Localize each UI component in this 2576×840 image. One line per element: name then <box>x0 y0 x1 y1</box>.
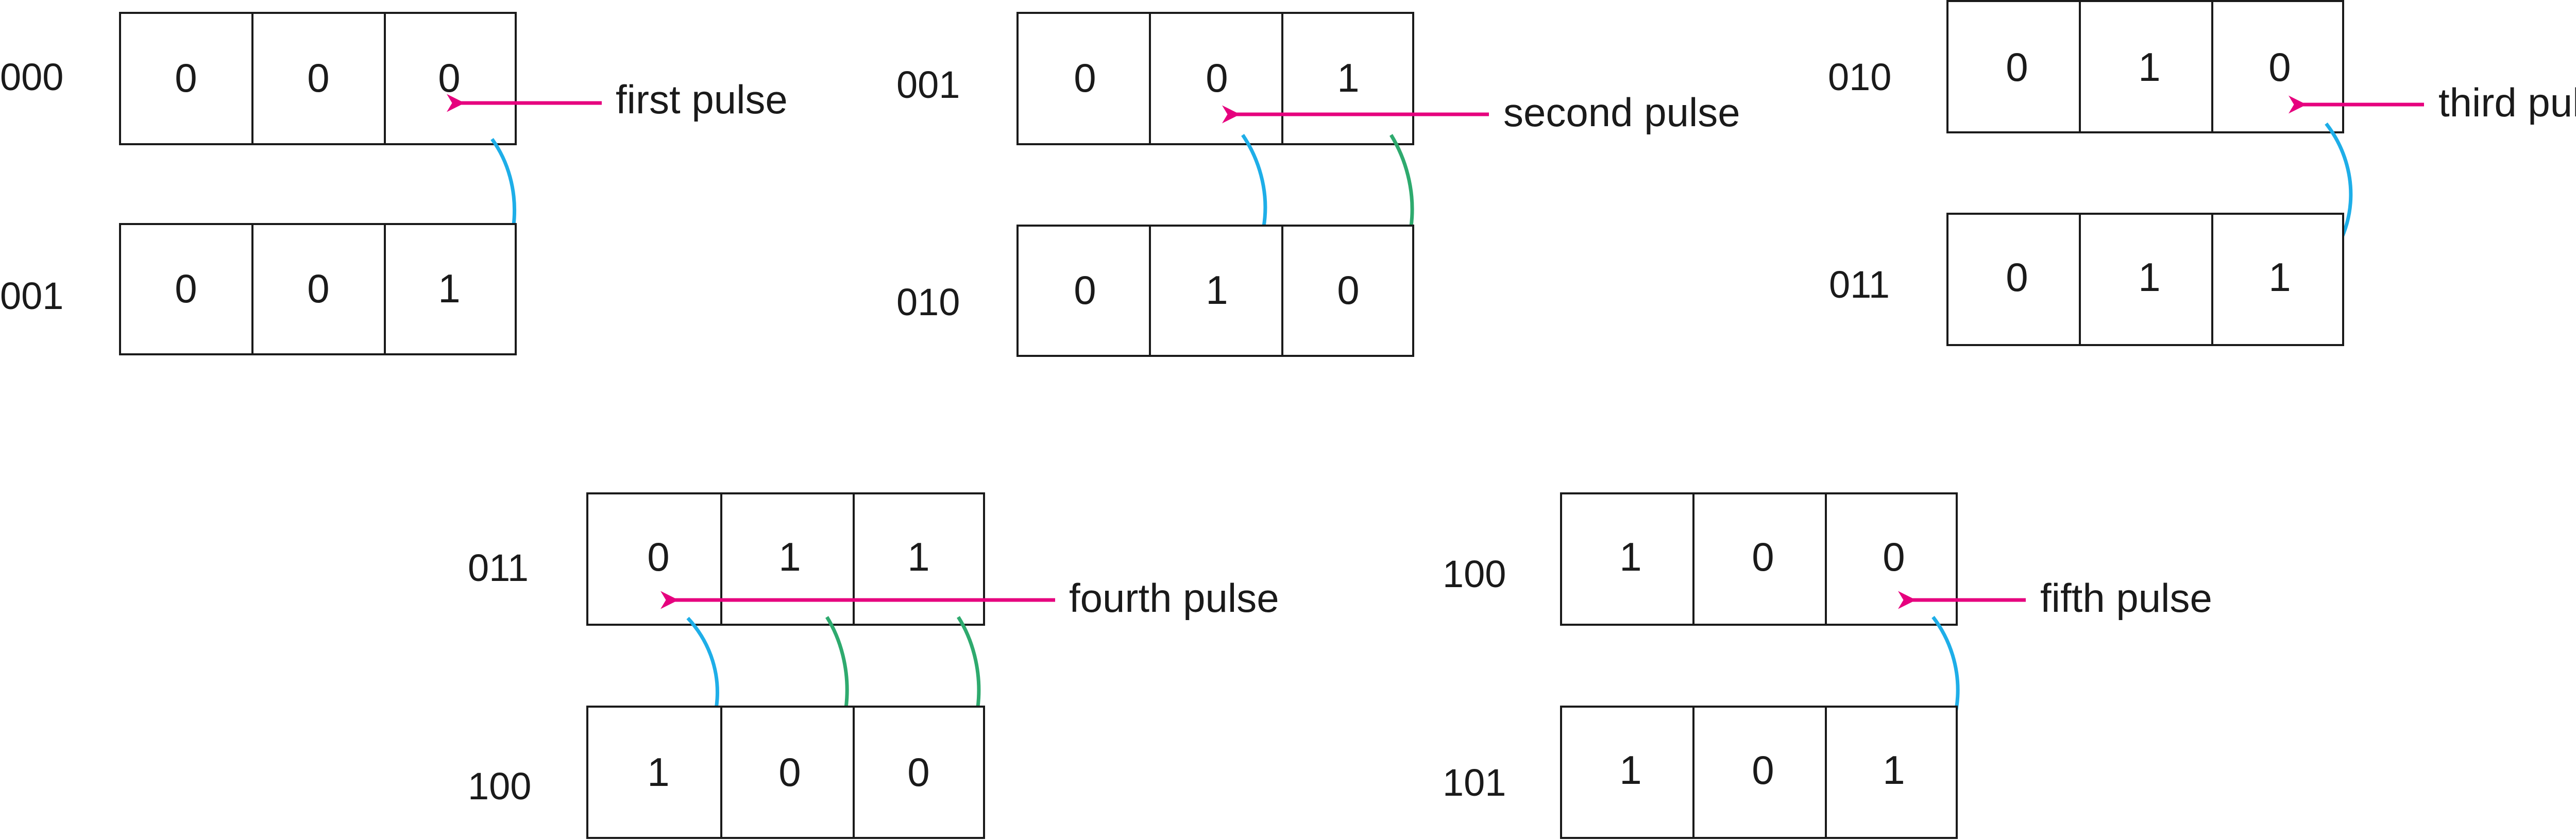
panel-fifth-pulse: 100 1 0 0 fifth pulse 101 1 0 1 <box>1443 492 2212 839</box>
bit-value: 1 <box>778 534 801 579</box>
pulse-label: third pulse <box>2438 80 2576 125</box>
bit-value: 1 <box>1337 55 1359 100</box>
bit-cell <box>1825 492 1958 626</box>
bottom-register: 0 1 0 <box>1016 225 1414 357</box>
bit-value: 0 <box>307 266 329 311</box>
bit-cell <box>1281 225 1414 357</box>
top-state-label: 100 <box>1443 553 1506 595</box>
bit-value: 0 <box>1883 534 1905 579</box>
bit-cell <box>119 223 253 355</box>
bit-cell <box>384 12 517 145</box>
bottom-state-label: 100 <box>468 765 531 808</box>
bottom-register: 1 0 1 <box>1560 706 1958 839</box>
bottom-register: 1 0 0 <box>586 706 985 839</box>
pulse-label: first pulse <box>616 77 788 122</box>
top-state-label: 010 <box>1828 56 1891 98</box>
bit-value: 0 <box>1206 55 1228 100</box>
bit-cell <box>1560 706 1694 839</box>
bit-value: 0 <box>2006 254 2028 300</box>
bit-cell <box>853 706 985 839</box>
bit-value: 0 <box>307 55 329 100</box>
bit-value: 0 <box>1752 534 1774 579</box>
bit-value: 0 <box>778 749 801 795</box>
bottom-register: 0 1 1 <box>1946 213 2344 346</box>
top-register: 0 0 0 <box>119 12 517 145</box>
pulse-label: second pulse <box>1503 90 1740 135</box>
bit-cell <box>2079 213 2213 346</box>
bit-cell <box>586 706 722 839</box>
bit-cell <box>720 706 855 839</box>
pulse-label: fifth pulse <box>2040 575 2212 621</box>
bit-value: 0 <box>1074 55 1096 100</box>
top-register: 0 1 0 <box>1946 0 2344 133</box>
panel-fourth-pulse: 011 0 1 1 fourth pulse 100 1 0 0 <box>468 492 1279 839</box>
bit-value: 0 <box>1074 267 1096 313</box>
bit-cell <box>720 492 855 626</box>
bit-cell <box>384 223 517 355</box>
bottom-state-label: 001 <box>0 275 63 317</box>
bit-value: 0 <box>2268 44 2291 90</box>
top-state-label: 000 <box>0 56 63 98</box>
bottom-state-label: 101 <box>1443 761 1506 804</box>
bit-cell <box>2211 0 2344 133</box>
pulse-label: fourth pulse <box>1069 575 1279 621</box>
top-register: 0 0 1 <box>1016 12 1414 145</box>
bit-cell <box>119 12 253 145</box>
bit-value: 0 <box>2006 44 2028 90</box>
bit-value: 1 <box>2138 44 2160 90</box>
bit-value: 1 <box>1883 747 1905 793</box>
panel-second-pulse: 001 0 0 1 second pulse 010 0 1 0 <box>896 12 1740 357</box>
bit-cell <box>1560 492 1694 626</box>
bit-cell <box>1946 0 2081 133</box>
top-state-label: 011 <box>468 546 529 589</box>
bit-value: 0 <box>438 55 460 100</box>
bit-value: 1 <box>647 749 669 795</box>
bit-cell <box>1016 12 1151 145</box>
top-register: 1 0 0 <box>1560 492 1958 626</box>
bit-cell <box>1149 12 1283 145</box>
bit-value: 1 <box>907 534 929 579</box>
bit-value: 0 <box>1337 267 1359 313</box>
bit-cell <box>2211 213 2344 346</box>
bit-value: 0 <box>175 55 197 100</box>
bit-cell <box>1149 225 1283 357</box>
bit-value: 1 <box>2268 254 2291 300</box>
bit-value: 0 <box>175 266 197 311</box>
bottom-register: 0 0 1 <box>119 223 517 355</box>
top-register: 0 1 1 <box>586 492 985 626</box>
panel-third-pulse: 010 0 1 0 third pulse 011 0 1 1 <box>1828 0 2576 346</box>
bit-value: 0 <box>1752 747 1774 793</box>
bit-cell <box>1692 492 1827 626</box>
bit-cell <box>251 12 386 145</box>
bit-value: 1 <box>2138 254 2160 300</box>
bit-value: 1 <box>1206 267 1228 313</box>
bit-cell <box>853 492 985 626</box>
bottom-state-label: 010 <box>896 281 960 323</box>
bit-cell <box>1281 12 1414 145</box>
top-state-label: 001 <box>896 63 960 106</box>
bit-value: 1 <box>1619 747 1641 793</box>
bit-value: 1 <box>438 266 460 311</box>
bottom-state-label: 011 <box>1829 263 1890 306</box>
bit-cell <box>1946 213 2081 346</box>
panel-first-pulse: 000 0 0 0 first pulse 001 0 0 1 <box>0 12 788 355</box>
bit-cell <box>1825 706 1958 839</box>
bit-cell <box>586 492 722 626</box>
bit-value: 0 <box>647 534 669 579</box>
bit-value: 1 <box>1619 534 1641 579</box>
bit-value: 0 <box>907 749 929 795</box>
